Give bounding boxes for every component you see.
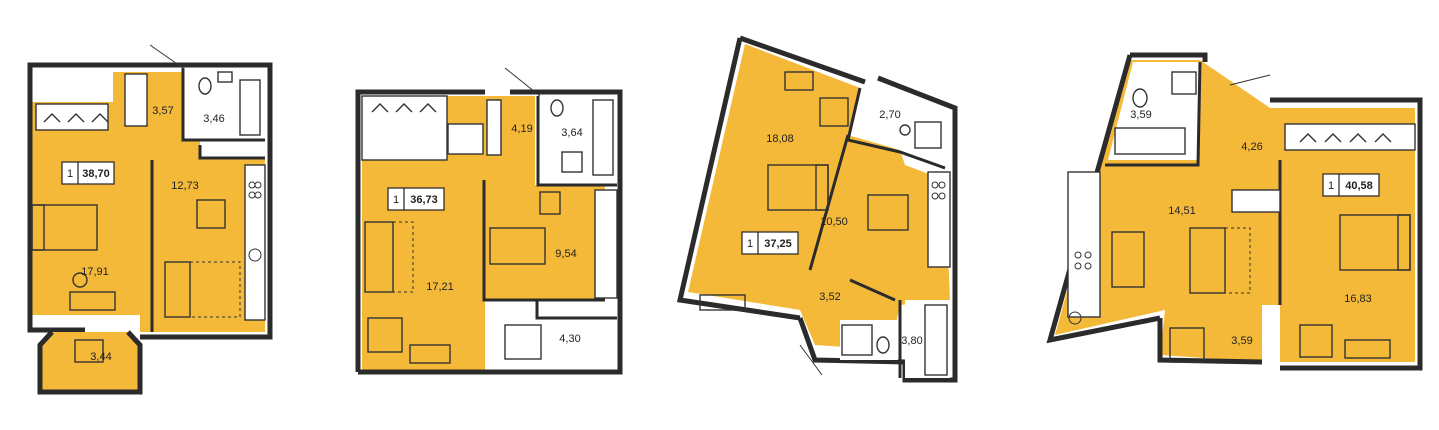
plan-1-area-bath: 3,46 [203,113,224,125]
plan-3-area-room: 18,08 [766,133,794,145]
plan-3-area-hall: 3,52 [819,291,840,303]
plan-2-area-badge: 1 36,73 [387,187,445,211]
plan-1-area-hall: 3,57 [152,105,173,117]
plan-3-area-kitchen: 10,50 [820,216,848,228]
plan-2-area-bath: 3,64 [561,127,582,139]
plan-1-area-balcony: 3,44 [90,351,111,363]
plan-1-area-kitchen: 12,73 [171,180,199,192]
floor-plan-1[interactable]: 1 38,70 3,57 3,46 12,73 17,91 3,44 [27,44,273,395]
plan-1-area-badge: 1 38,70 [61,161,115,185]
plan-2-area-balcony: 4,30 [559,333,580,345]
plan-1-outer-wall [27,62,273,340]
floor-plan-4[interactable]: 1 40,58 3,59 4,26 14,51 16,83 3,59 [1046,52,1423,371]
plan-4-area-room: 16,83 [1344,293,1372,305]
plan-2-area-kitchen: 9,54 [555,248,576,260]
plan-1-area-room: 17,91 [81,266,109,278]
plan-3-total-area: 37,25 [764,238,792,250]
plan-4-area-hall: 4,26 [1241,141,1262,153]
floor-plan-3[interactable]: 1 37,25 18,08 2,70 10,50 3,52 3,80 [676,35,960,383]
plan-1-total-area: 38,70 [82,168,110,180]
plan-1-room-fill [32,72,265,332]
plan-3-area-badge: 1 37,25 [741,231,799,255]
plan-3-area-bath: 3,80 [901,335,922,347]
plan-3-outer-wall [739,35,866,85]
plan-3-area-wc: 2,70 [879,109,900,121]
plan-1-rooms-count: 1 [67,168,73,180]
plan-2-area-room: 17,21 [426,281,454,293]
plan-4-area-bath: 3,59 [1130,109,1151,121]
plan-2-area-hall: 4,19 [511,123,532,135]
plan-3-room-fill [688,44,950,350]
plan-2-outer-wall [355,89,485,372]
plan-3-rooms-count: 1 [747,238,753,250]
plan-4-area-kitchen: 14,51 [1168,205,1196,217]
plan-4-area-badge: 1 40,58 [1322,173,1380,197]
plan-4-outer-wall [1130,52,1208,62]
plan-4-rooms-count: 1 [1328,180,1334,192]
floor-plan-2[interactable]: 1 36,73 4,19 3,64 17,21 9,54 4,30 [355,67,623,375]
plan-2-rooms-count: 1 [393,194,399,206]
plan-4-area-balcony: 3,59 [1231,335,1252,347]
plan-2-total-area: 36,73 [410,194,438,206]
plan-4-total-area: 40,58 [1345,180,1373,192]
